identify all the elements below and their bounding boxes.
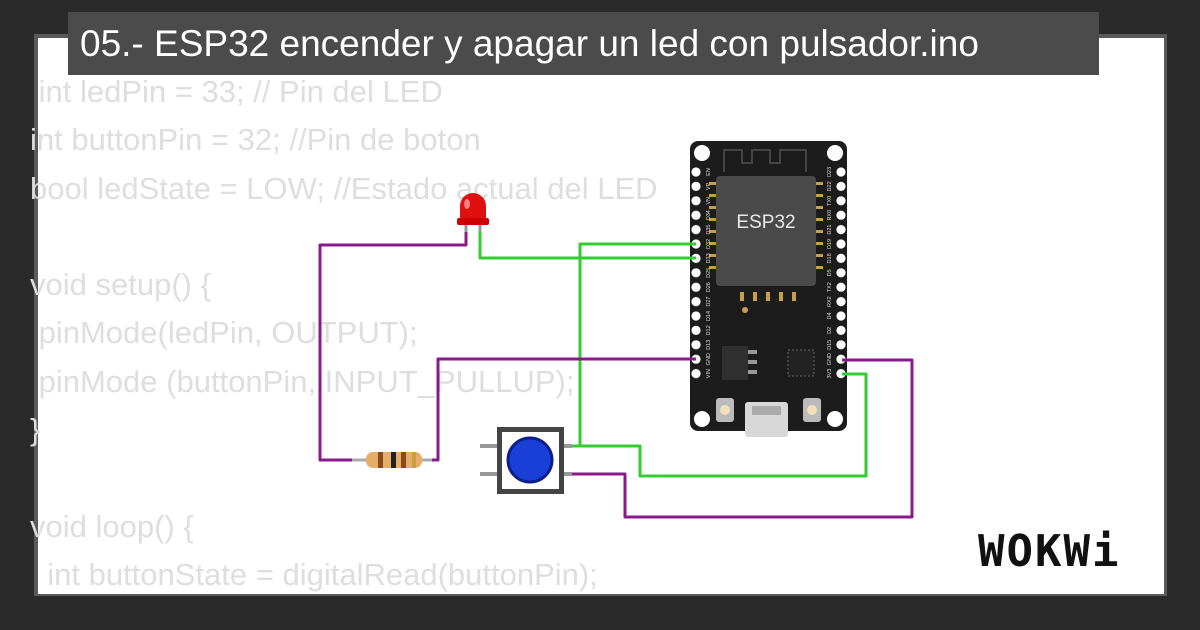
pin-label: GND — [706, 353, 712, 365]
pin-label: VIN — [706, 369, 712, 378]
pin-label: D21 — [827, 225, 833, 235]
code-line: void loop() { — [30, 508, 194, 544]
esp32-module — [716, 176, 816, 286]
code-line: void setup() { — [30, 267, 211, 303]
pin-tx0[interactable] — [836, 196, 846, 206]
pin-label: D18 — [827, 253, 833, 263]
code-line: bool ledState = LOW; //Estado actual del… — [30, 170, 658, 206]
pin-d26[interactable] — [691, 282, 701, 292]
pin-tx2[interactable] — [836, 282, 846, 292]
pin-d5[interactable] — [836, 268, 846, 278]
pin-label: TX0 — [827, 196, 833, 206]
pin-label: D13 — [706, 340, 712, 350]
pin-d19[interactable] — [836, 239, 846, 249]
pin-d25[interactable] — [691, 268, 701, 278]
esp32-board[interactable]: ESP32 — [690, 141, 847, 437]
simulation-canvas[interactable] — [38, 38, 1164, 594]
pin-label: D25 — [706, 268, 712, 278]
pin-d21[interactable] — [836, 225, 846, 235]
pin-label: RX0 — [827, 210, 833, 221]
code-line: int buttonState = digitalRead(buttonPin)… — [30, 556, 598, 592]
esp32-chip-label: ESP32 — [736, 212, 795, 233]
pin-d23[interactable] — [836, 167, 846, 177]
pin-label: D4 — [827, 312, 833, 319]
pin-label: D22 — [827, 181, 833, 191]
pin-d15[interactable] — [836, 340, 846, 350]
pin-label: GND — [827, 353, 833, 365]
voltage-regulator — [722, 346, 748, 380]
pin-label: D27 — [706, 297, 712, 307]
pin-d12[interactable] — [691, 325, 701, 335]
pin-rx0[interactable] — [836, 210, 846, 220]
wire-button-to-3v3[interactable] — [568, 372, 868, 478]
code-line: int ledPin = 33; // Pin del LED — [30, 74, 443, 109]
pin-label: D19 — [827, 239, 833, 249]
code-line: pinMode(ledPin, OUTPUT); — [30, 315, 418, 351]
pin-label: D32 — [706, 239, 712, 249]
code-line: } — [30, 412, 41, 448]
page-title: 05.- ESP32 encender y apagar un led con … — [68, 12, 1099, 75]
pin-label: D15 — [827, 340, 833, 350]
usb-chip — [787, 349, 815, 377]
pin-label: EN — [706, 168, 712, 176]
code-preview: int ledPin = 33; // Pin del LED int butto… — [30, 68, 658, 599]
pin-d34[interactable] — [691, 210, 701, 220]
pin-label: 3V3 — [827, 369, 833, 379]
pushbutton[interactable] — [480, 427, 572, 494]
pin-vp[interactable] — [691, 181, 701, 191]
red-led[interactable] — [457, 193, 489, 232]
pin-d35[interactable] — [691, 225, 701, 235]
pin-d13[interactable] — [691, 340, 701, 350]
code-line: int buttonPin = 32; //Pin de boton — [30, 122, 481, 158]
pin-label: D14 — [706, 311, 712, 321]
resistor[interactable] — [352, 452, 432, 468]
wokwi-logo: WOKWi — [978, 526, 1121, 577]
pin-d4[interactable] — [836, 311, 846, 321]
wire-led-to-resistor[interactable] — [318, 230, 468, 462]
pin-label: D5 — [827, 269, 833, 276]
wire-button-to-gnd[interactable] — [568, 358, 914, 519]
pin-d22[interactable] — [836, 181, 846, 191]
pin-label: VP — [706, 182, 712, 190]
pin-d2[interactable] — [836, 325, 846, 335]
wire-led-to-d33[interactable] — [478, 230, 696, 260]
pin-vin[interactable] — [691, 369, 701, 379]
pin-rx2[interactable] — [836, 297, 846, 307]
pin-label: RX2 — [827, 296, 833, 307]
pin-vn[interactable] — [691, 196, 701, 206]
pin-3v3[interactable] — [836, 369, 846, 379]
wire-button-to-d32[interactable] — [565, 242, 696, 448]
pin-label: D26 — [706, 282, 712, 292]
pin-d27[interactable] — [691, 297, 701, 307]
pin-d18[interactable] — [836, 253, 846, 263]
pin-label: TX2 — [827, 282, 833, 292]
pin-label: D33 — [706, 253, 712, 263]
pin-label: D23 — [827, 167, 833, 177]
pin-d14[interactable] — [691, 311, 701, 321]
code-line: pinMode (buttonPin, INPUT_PULLUP); — [30, 363, 575, 399]
pin-label: D2 — [827, 327, 833, 334]
pin-label: VN — [706, 197, 712, 205]
pin-label: D12 — [706, 325, 712, 335]
pin-label: D34 — [706, 210, 712, 220]
pin-en[interactable] — [691, 167, 701, 177]
pin-label: D35 — [706, 225, 712, 235]
